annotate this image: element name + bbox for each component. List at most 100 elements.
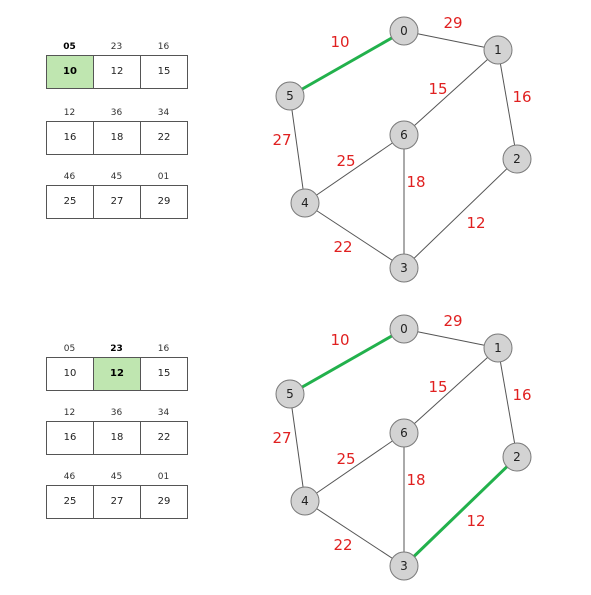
array-header-row: 46 45 01 xyxy=(46,170,188,184)
edge-5-4 xyxy=(289,95,306,204)
array-header-cell: 36 xyxy=(110,108,123,118)
array-value-cell: 29 xyxy=(140,186,187,218)
node-circle xyxy=(389,16,419,46)
array-value-cell: 12 xyxy=(93,56,140,88)
node-0: 0 xyxy=(389,314,419,344)
array-value-cell: 27 xyxy=(93,486,140,518)
array-value-row: 25 27 29 xyxy=(46,485,188,519)
edge-2-3 xyxy=(402,455,519,568)
node-label: 5 xyxy=(286,89,294,103)
node-circle xyxy=(389,314,419,344)
array-header-row: 12 36 34 xyxy=(46,106,188,120)
array-header-row: 12 36 34 xyxy=(46,406,188,420)
node-label: 4 xyxy=(301,196,309,210)
edge-2-3 xyxy=(403,158,518,269)
array-value-cell: 10 xyxy=(63,368,77,379)
node-label: 3 xyxy=(400,559,408,573)
array-value-cell: 25 xyxy=(63,196,77,207)
node-5: 5 xyxy=(275,379,305,409)
node-label: 6 xyxy=(400,426,408,440)
node-label: 5 xyxy=(286,387,294,401)
array-header-cell: 05 xyxy=(63,344,76,354)
node-circle xyxy=(483,333,513,363)
edge-weight-2-3: 12 xyxy=(466,512,485,530)
edge-weight-0-5: 10 xyxy=(330,33,349,51)
node-circle xyxy=(290,188,320,218)
array-value-cell: 25 xyxy=(63,496,77,507)
array-header-cell: 05 xyxy=(63,42,76,52)
node-label: 0 xyxy=(400,322,408,336)
node-circle xyxy=(389,120,419,150)
array-value-cell: 29 xyxy=(140,486,187,518)
edge-array-3: 46 45 01 25 27 29 xyxy=(46,470,188,519)
array-header-cell: 45 xyxy=(110,172,123,182)
array-header-cell: 12 xyxy=(63,408,76,418)
edge-array-1: 05 23 16 10 12 15 xyxy=(46,40,188,89)
edge-0-5 xyxy=(289,29,405,98)
edge-6-4 xyxy=(304,134,405,204)
edge-weight-2-3: 12 xyxy=(466,214,485,232)
array-value-cell: 22 xyxy=(140,122,187,154)
edge-weight-4-3: 22 xyxy=(333,536,352,554)
edge-weight-6-3: 18 xyxy=(406,471,425,489)
edge-1-2 xyxy=(497,49,518,160)
edge-weight-6-4: 25 xyxy=(336,152,355,170)
edge-weight-1-2: 16 xyxy=(512,88,531,106)
array-value-cell: 27 xyxy=(93,186,140,218)
array-header-row: 46 45 01 xyxy=(46,470,188,484)
node-circle xyxy=(290,486,320,516)
array-value-cell: 16 xyxy=(63,432,77,443)
array-header-cell: 16 xyxy=(157,344,170,354)
node-3: 3 xyxy=(389,551,419,581)
edge-weight-6-3: 18 xyxy=(406,173,425,191)
edge-0-1 xyxy=(403,30,499,51)
edge-array-2: 12 36 34 16 18 22 xyxy=(46,106,188,155)
node-2: 2 xyxy=(502,144,532,174)
array-value-cell: 18 xyxy=(93,422,140,454)
edge-0-5 xyxy=(289,327,405,396)
node-circle xyxy=(275,81,305,111)
node-label: 1 xyxy=(494,341,502,355)
edge-array-3: 46 45 01 25 27 29 xyxy=(46,170,188,219)
node-label: 4 xyxy=(301,494,309,508)
node-circle xyxy=(502,144,532,174)
node-circle xyxy=(502,442,532,472)
edge-1-6 xyxy=(403,347,499,434)
edge-4-3 xyxy=(304,202,405,269)
edge-5-4 xyxy=(289,393,306,502)
node-label: 6 xyxy=(400,128,408,142)
array-header-cell: 34 xyxy=(157,408,170,418)
array-header-cell: 23 xyxy=(110,344,123,354)
node-circle xyxy=(389,418,419,448)
array-header-cell: 45 xyxy=(110,472,123,482)
edge-array-2: 12 36 34 16 18 22 xyxy=(46,406,188,455)
node-6: 6 xyxy=(389,418,419,448)
node-4: 4 xyxy=(290,188,320,218)
node-label: 2 xyxy=(513,152,521,166)
edge-weight-0-1: 29 xyxy=(443,312,462,330)
edge-weight-0-1: 29 xyxy=(443,14,462,32)
array-value-cell: 18 xyxy=(93,122,140,154)
edge-1-6 xyxy=(403,49,499,136)
edge-weight-5-4: 27 xyxy=(272,131,291,149)
array-value-cell: 10 xyxy=(47,56,93,88)
array-value-row: 16 18 22 xyxy=(46,121,188,155)
node-4: 4 xyxy=(290,486,320,516)
node-label: 1 xyxy=(494,43,502,57)
array-value-cell: 16 xyxy=(63,132,77,143)
node-1: 1 xyxy=(483,333,513,363)
edge-weight-6-4: 25 xyxy=(336,450,355,468)
array-header-row: 05 23 16 xyxy=(46,342,188,356)
node-6: 6 xyxy=(389,120,419,150)
node-circle xyxy=(389,253,419,283)
edge-weight-1-2: 16 xyxy=(512,386,531,404)
array-header-cell: 34 xyxy=(157,108,170,118)
node-label: 0 xyxy=(400,24,408,38)
node-3: 3 xyxy=(389,253,419,283)
node-circle xyxy=(275,379,305,409)
node-label: 2 xyxy=(513,450,521,464)
array-value-cell: 12 xyxy=(93,358,140,390)
node-circle xyxy=(483,35,513,65)
